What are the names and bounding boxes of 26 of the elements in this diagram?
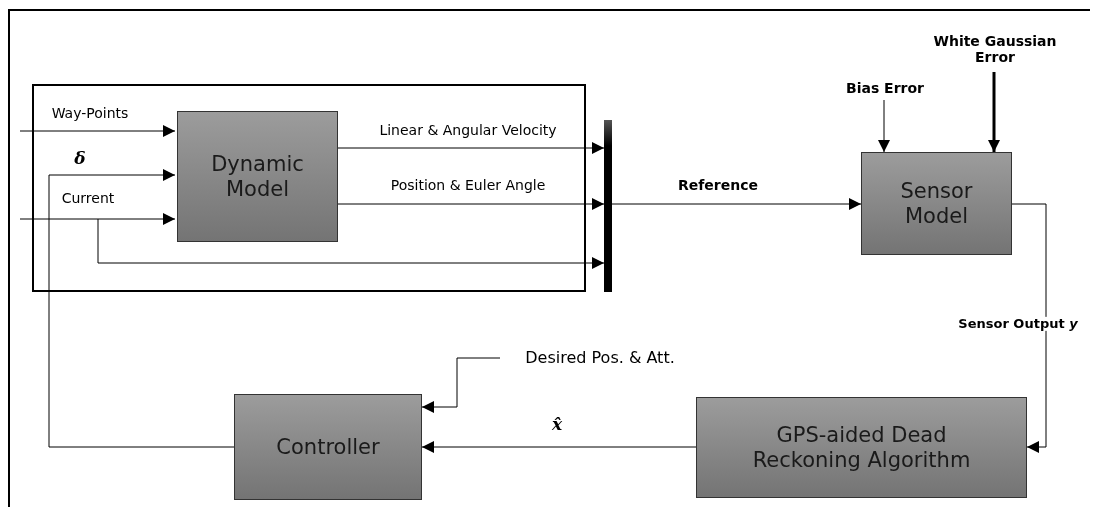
input-label: White Gaussian Error: [932, 32, 1058, 66]
process-box: [696, 397, 1027, 498]
input-label: Desired Pos. & Att.: [525, 348, 675, 368]
arrow: [48, 169, 235, 448]
process-box: [234, 394, 422, 500]
arrow: [97, 218, 605, 269]
arrow: [19, 125, 176, 137]
arrow: [611, 198, 862, 210]
arrow: [421, 357, 501, 413]
input-label: Bias Error: [846, 79, 924, 97]
arrow: [988, 72, 1000, 152]
edge-label: Linear & Angular Velocity: [377, 123, 559, 139]
subsystem-box: [32, 84, 586, 292]
arrow: [1011, 203, 1047, 453]
bus-bar: [604, 120, 612, 292]
process-box: [861, 152, 1012, 255]
block-title: Dynamic Model: [210, 152, 305, 201]
block-title: Controller: [276, 434, 380, 460]
edge-label: Sensor Output y: [956, 316, 1080, 332]
process-box: [177, 111, 338, 242]
block-title: Sensor Model: [899, 179, 974, 228]
arrow: [19, 213, 176, 225]
edge-label: Way-Points: [49, 106, 131, 122]
arrow: [421, 441, 697, 453]
block-title: GPS-aided Dead Reckoning Algorithm: [751, 423, 972, 472]
arrow: [878, 99, 890, 153]
